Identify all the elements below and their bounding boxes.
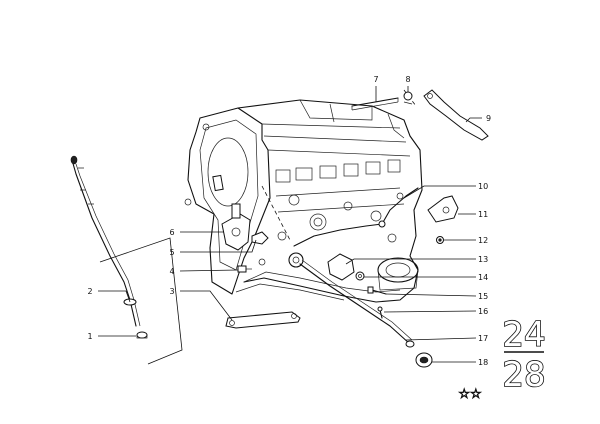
part-10-linkage-rod — [293, 187, 419, 247]
callout-18: 18 — [478, 358, 488, 367]
callout-9: 9 — [486, 114, 491, 123]
part-4-bolt — [237, 265, 252, 273]
part-11-bracket — [427, 195, 459, 223]
part-16-pin — [377, 306, 383, 319]
callout-13: 13 — [478, 255, 488, 264]
callout-8: 8 — [405, 75, 410, 84]
callout-4: 4 — [169, 267, 174, 276]
rating-stars: ☆☆ — [458, 387, 481, 402]
callout-1: 1 — [87, 332, 92, 341]
part-3-bracket — [225, 311, 301, 329]
callout-12: 12 — [478, 236, 488, 245]
callout-5: 5 — [169, 248, 174, 257]
part-7-rod — [351, 97, 399, 111]
callout-16: 16 — [478, 307, 488, 316]
callout-7: 7 — [373, 75, 378, 84]
callout-labels: 1 2 3 4 5 6 7 8 9 10 11 12 13 14 15 16 1… — [87, 75, 491, 367]
part-1-plug — [136, 331, 148, 339]
callout-2: 2 — [87, 287, 92, 296]
part-5-nut — [251, 231, 269, 245]
part-13-lever-plate — [327, 253, 355, 281]
callout-17: 17 — [478, 334, 488, 343]
part-9-lever — [423, 89, 489, 141]
group-code: 24 28 — [502, 314, 547, 396]
part-12-nut — [436, 236, 444, 244]
transmission-housing — [184, 99, 423, 303]
part-15-bolt — [367, 286, 387, 295]
part-18-rubber-mount — [415, 352, 433, 368]
part-2-dipstick-tube — [70, 155, 141, 327]
callout-3: 3 — [169, 287, 174, 296]
callout-10: 10 — [478, 182, 488, 191]
part-8-clip — [403, 91, 413, 105]
part-14-washer — [355, 271, 365, 281]
group-code-top: 24 — [502, 315, 545, 355]
group-code-bottom: 28 — [502, 355, 545, 395]
callout-6: 6 — [169, 228, 174, 237]
callout-11: 11 — [478, 210, 488, 219]
part-6-mount-bracket — [221, 203, 251, 251]
leader-lines — [98, 86, 482, 363]
callout-15: 15 — [478, 292, 488, 301]
part-17-shift-rod — [299, 259, 415, 348]
callout-14: 14 — [478, 273, 488, 282]
